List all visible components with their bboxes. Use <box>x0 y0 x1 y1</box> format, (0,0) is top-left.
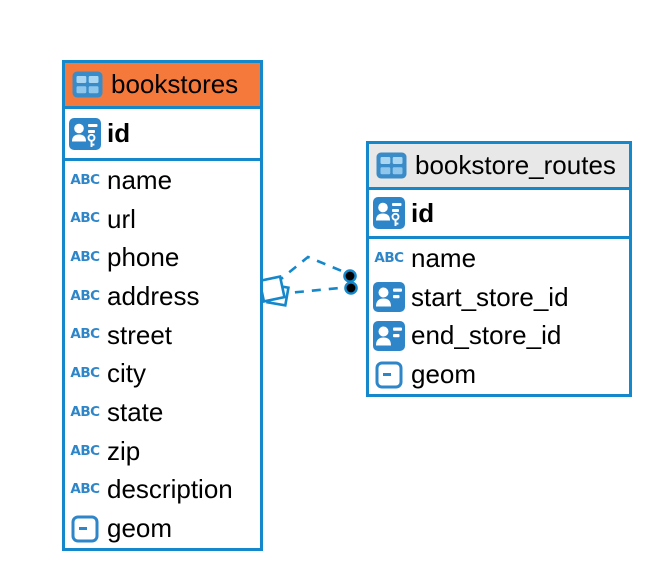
geometry-type-icon <box>373 361 405 389</box>
geometry-type-icon <box>69 515 101 543</box>
column-row-address[interactable]: ABC address <box>65 277 260 316</box>
text-type-icon: ABC <box>70 365 100 382</box>
column-row-url[interactable]: ABC url <box>65 200 260 239</box>
table-icon <box>71 71 103 98</box>
column-row-zip[interactable]: ABC zip <box>65 432 260 471</box>
column-name: name <box>107 164 173 195</box>
column-row-end-store-id[interactable]: end_store_id <box>369 317 629 356</box>
column-name: name <box>411 242 477 273</box>
column-name: id <box>107 118 131 148</box>
relationship-line-lower[interactable] <box>277 285 351 296</box>
table-icon <box>375 152 407 179</box>
column-row-start-store-id[interactable]: start_store_id <box>369 278 629 317</box>
column-name: city <box>107 358 146 389</box>
table-header-bookstores[interactable]: bookstores <box>65 63 260 109</box>
column-name: geom <box>411 359 477 390</box>
column-list: ABC name start_store_id <box>369 239 629 394</box>
table-header-bookstore-routes[interactable]: bookstore_routes <box>369 144 629 190</box>
primary-key-icon <box>373 197 405 229</box>
column-row-geom[interactable]: geom <box>65 509 260 548</box>
column-name: zip <box>107 435 141 466</box>
column-row-name[interactable]: ABC name <box>369 239 629 278</box>
table-title: bookstore_routes <box>415 150 616 180</box>
column-row-id[interactable]: id <box>369 190 629 239</box>
text-type-icon: ABC <box>70 403 100 420</box>
entity-table-bookstores[interactable]: bookstores id ABC name <box>62 60 263 551</box>
relationship-line-upper[interactable] <box>275 255 350 285</box>
column-row-city[interactable]: ABC city <box>65 355 260 394</box>
text-type-icon: ABC <box>70 249 100 265</box>
column-name: state <box>107 397 164 428</box>
column-row-description[interactable]: ABC description <box>65 471 260 510</box>
column-name: phone <box>107 242 180 273</box>
relationship-dot-endpoint-upper[interactable] <box>343 269 357 283</box>
table-title: bookstores <box>111 69 239 99</box>
text-type-icon: ABC <box>70 481 100 498</box>
column-row-geom[interactable]: geom <box>369 355 629 394</box>
relationship-dot-endpoint-lower[interactable] <box>344 281 358 295</box>
column-row-state[interactable]: ABC state <box>65 393 260 432</box>
text-type-icon: ABC <box>70 171 100 188</box>
text-type-icon: ABC <box>374 249 404 266</box>
column-name: end_store_id <box>411 320 562 351</box>
column-name: geom <box>107 513 173 544</box>
column-name: description <box>107 474 233 505</box>
column-name: street <box>107 319 173 350</box>
text-type-icon: ABC <box>70 210 100 227</box>
text-type-icon: ABC <box>70 326 100 343</box>
column-row-id[interactable]: id <box>65 109 260 161</box>
column-name: address <box>107 280 200 311</box>
column-row-name[interactable]: ABC name <box>65 161 260 200</box>
column-name: start_store_id <box>411 281 569 312</box>
foreign-key-icon <box>373 282 405 313</box>
relationship-diamond-marker-front[interactable] <box>258 275 286 303</box>
column-row-street[interactable]: ABC street <box>65 316 260 355</box>
column-row-phone[interactable]: ABC phone <box>65 238 260 277</box>
column-name: url <box>107 203 136 234</box>
text-type-icon: ABC <box>70 442 100 459</box>
column-name: id <box>411 197 435 228</box>
foreign-key-icon <box>373 320 405 351</box>
column-list: ABC name ABC url ABC phone ABC address A… <box>65 161 260 548</box>
text-type-icon: ABC <box>70 287 100 304</box>
entity-table-bookstore-routes[interactable]: bookstore_routes id ABC name <box>366 141 632 397</box>
primary-key-icon <box>69 117 101 150</box>
